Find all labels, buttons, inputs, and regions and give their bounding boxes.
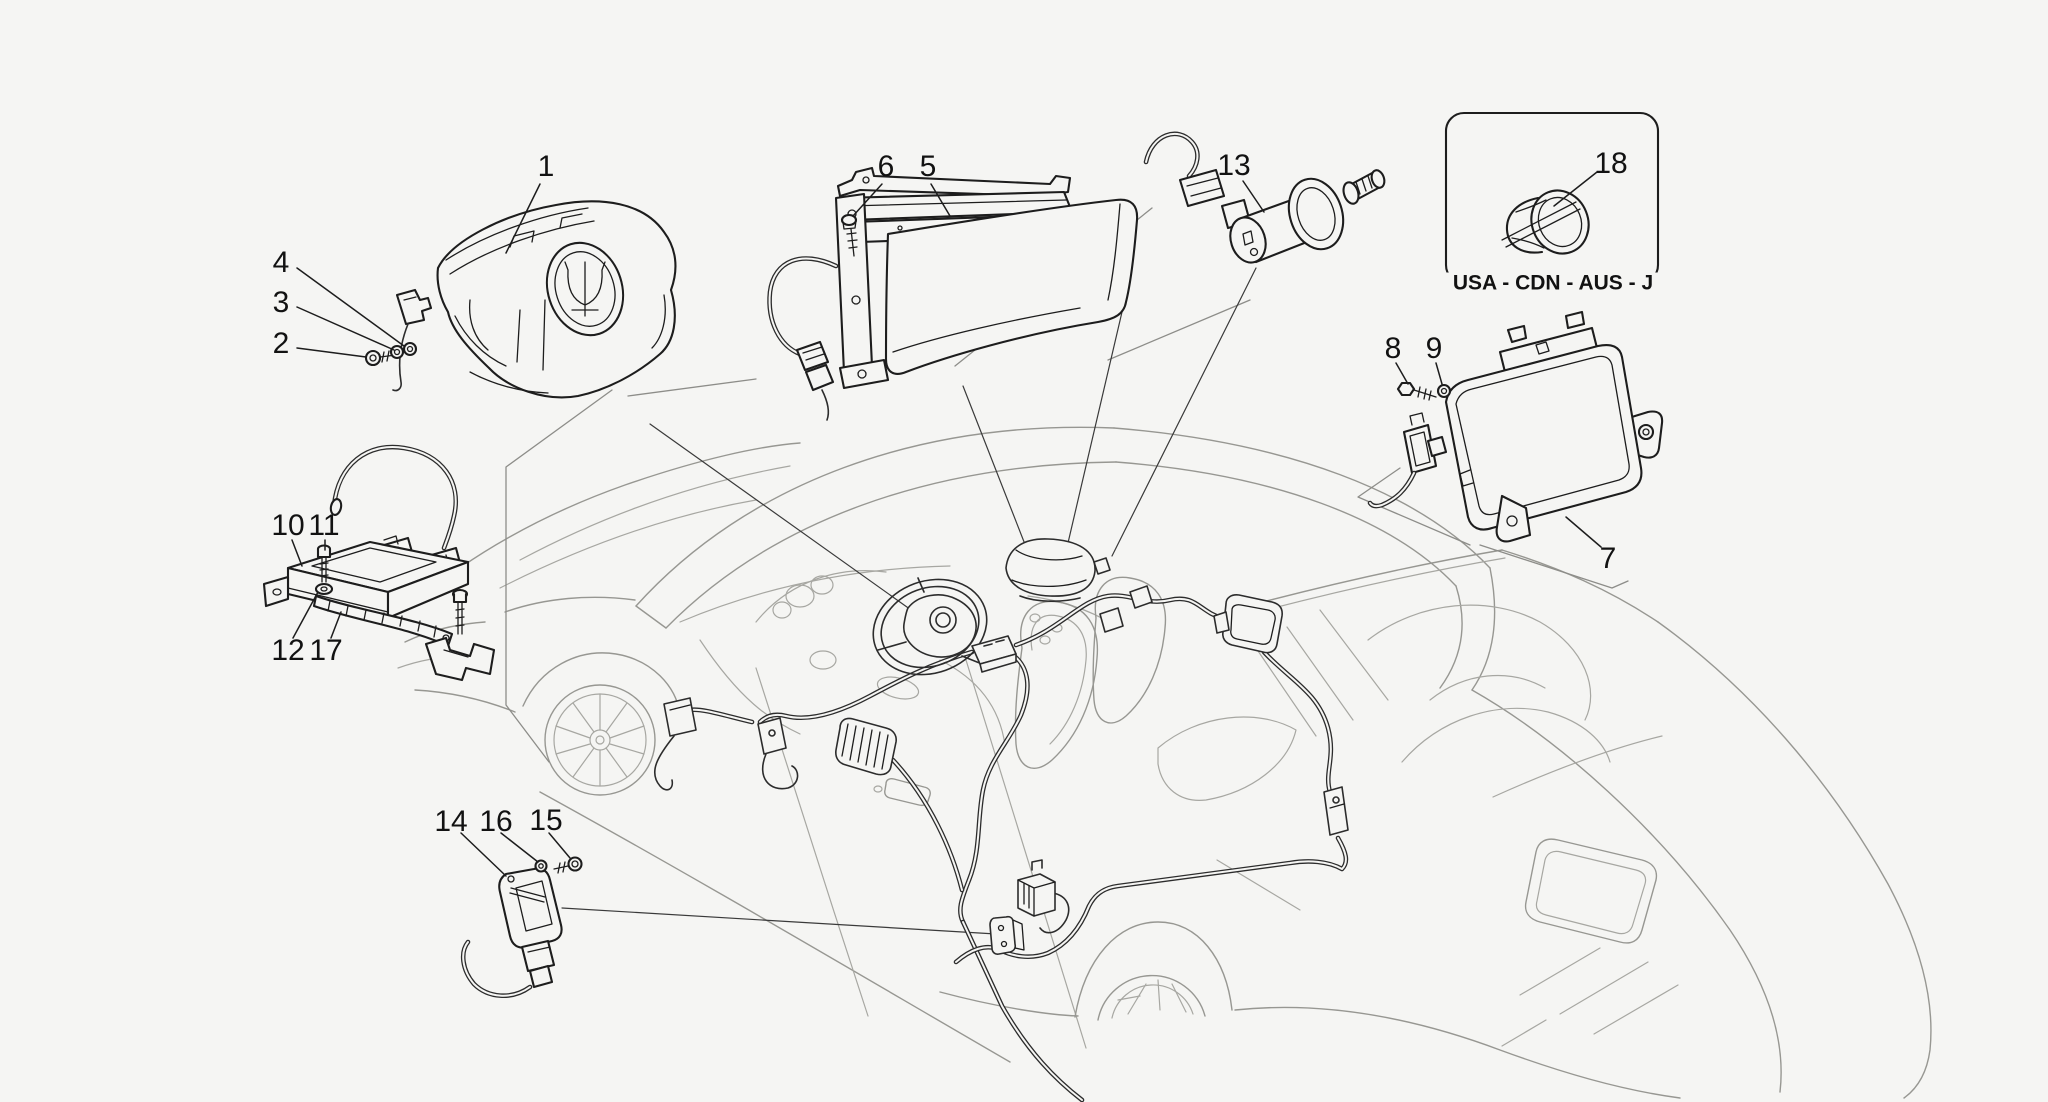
part-label-3: 3 [272, 286, 290, 319]
part-13-key-switch [1146, 134, 1386, 264]
part-label-13: 13 [1217, 149, 1251, 182]
side-sensor [1370, 412, 1448, 506]
airbag-connector-clip [392, 288, 433, 392]
installed-components [663, 538, 1349, 955]
washer-3 [389, 344, 405, 360]
part-10-airbag-ecu [262, 447, 496, 682]
part-label-2: 2 [272, 327, 290, 360]
screw-15 [553, 856, 583, 874]
part-5-passenger-airbag [770, 166, 1139, 421]
part-label-16: 16 [479, 805, 513, 838]
part-label-17: 17 [309, 634, 343, 667]
quarter-window [1157, 716, 1297, 801]
satellite-sensor [1213, 594, 1283, 654]
part-label-11: 11 [308, 509, 340, 542]
installed-ecu [971, 635, 1017, 673]
front-impact-sensor [663, 697, 697, 737]
part-label-5: 5 [919, 150, 937, 183]
door-handle [884, 778, 931, 807]
steering-wheel [872, 577, 988, 676]
part-18-grommet [1501, 189, 1590, 255]
projection-lines [561, 267, 1257, 935]
part-label-9: 9 [1425, 332, 1443, 365]
rear-sensor [1017, 859, 1056, 917]
fasteners-2-3-4 [364, 341, 418, 367]
pillar-sensor [1323, 786, 1349, 836]
region-note: USA - CDN - AUS - J [1442, 272, 1664, 294]
region-variant-box [1444, 111, 1660, 285]
part-label-1: 1 [537, 150, 555, 183]
switch-flange [1287, 177, 1345, 251]
part-label-12: 12 [271, 634, 305, 667]
lock-barrel [1342, 169, 1386, 205]
part-7-side-airbag [1370, 310, 1664, 543]
bolt-and-foot-bracket [424, 588, 496, 682]
wiring-harness [653, 596, 1346, 1100]
front-wheel [544, 684, 656, 796]
part-1-driver-airbag [392, 200, 677, 399]
part-label-10: 10 [271, 509, 305, 542]
leader-lines [291, 171, 1602, 877]
washer-9 [1436, 383, 1452, 399]
part-label-14: 14 [434, 805, 468, 838]
maserati-trident-icon [545, 241, 625, 337]
screw-8 [1396, 381, 1437, 401]
washer-16 [534, 859, 548, 873]
part-label-4: 4 [272, 246, 290, 279]
screw-2 [364, 349, 382, 367]
bolt-11 [316, 544, 332, 583]
screw-6 [840, 213, 858, 257]
part-label-15: 15 [529, 804, 563, 837]
washer-4 [402, 341, 418, 357]
part-label-8: 8 [1384, 332, 1402, 365]
ghost-car-body [397, 426, 1932, 1099]
part-label-18: 18 [1594, 147, 1628, 180]
floor-bracket [989, 915, 1025, 955]
washer-12 [314, 582, 334, 596]
installed-dash-airbag [1005, 538, 1111, 602]
sill-module [835, 717, 897, 776]
part-14-crash-sensor [463, 856, 583, 996]
part-label-7: 7 [1599, 542, 1617, 575]
part-label-6: 6 [877, 150, 895, 183]
